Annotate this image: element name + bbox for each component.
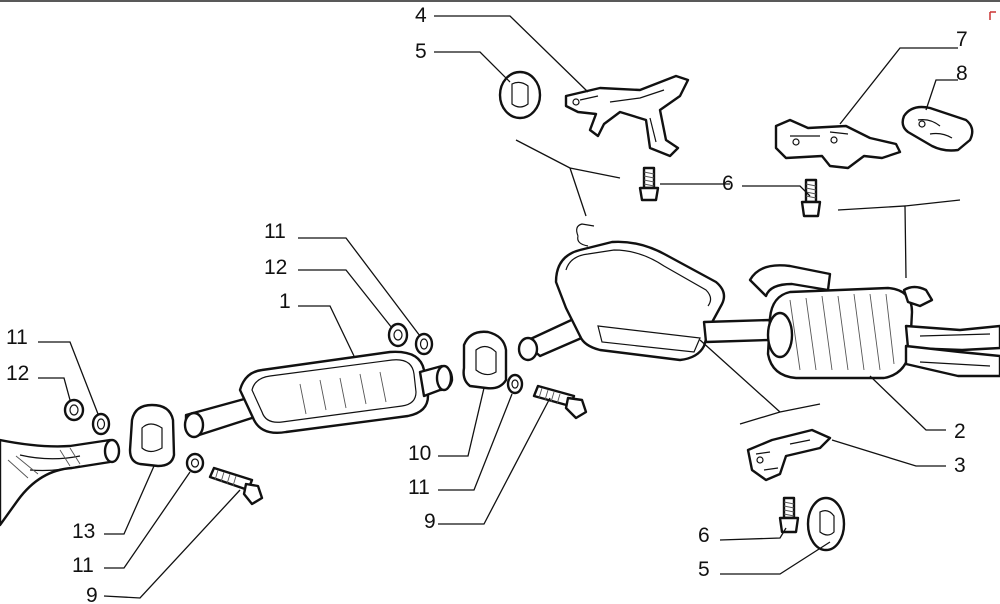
washer-11-center (506, 373, 524, 395)
rubber-mount-10 (462, 330, 508, 390)
hanger-bracket-3 (746, 428, 832, 482)
callout-10: 10 (408, 442, 431, 465)
rubber-pad-8 (901, 105, 974, 152)
callout-6-bottom: 6 (698, 524, 710, 547)
callout-5-top: 5 (415, 40, 427, 63)
hanger-bracket-4 (564, 74, 690, 158)
washer-11-mid (414, 332, 434, 356)
rear-muffler-2 (748, 264, 1000, 380)
callout-6-top: 6 (722, 172, 734, 195)
callout-9-center: 9 (424, 510, 436, 533)
callout-8: 8 (956, 62, 968, 85)
callout-12-left: 12 (6, 362, 29, 385)
screw-6-top (638, 166, 660, 202)
washer-11-bottom (185, 452, 205, 474)
rear-silencer-left (517, 223, 772, 362)
callout-12-mid: 12 (264, 256, 287, 279)
corner-mark (989, 11, 996, 20)
callout-7: 7 (956, 28, 968, 51)
callout-5-bottom: 5 (698, 558, 710, 581)
front-pipe-part (0, 438, 121, 527)
callout-11-bottom: 11 (72, 554, 94, 577)
callout-1: 1 (279, 290, 291, 313)
callout-11-mid: 11 (264, 220, 286, 243)
bolt-9-bottom (208, 466, 264, 506)
screw-6-bottom (778, 496, 800, 534)
callout-13: 13 (72, 520, 95, 543)
rubber-ring-5-top (498, 70, 542, 120)
callout-4-top: 4 (415, 4, 427, 27)
screw-6-top-right (800, 178, 822, 218)
nut-12-mid (387, 322, 409, 348)
leader-lines (38, 15, 958, 599)
callout-11-center: 11 (408, 476, 430, 499)
callout-3: 3 (954, 454, 966, 477)
washer-11-left (91, 412, 111, 436)
callout-11-left: 11 (6, 326, 28, 349)
rubber-ring-5-bottom (806, 496, 846, 552)
callout-2: 2 (954, 420, 966, 443)
bolt-9-center (532, 384, 588, 420)
assembly-guide-lines (515, 139, 961, 425)
center-muffler-1 (183, 350, 454, 439)
rubber-mount-13 (128, 403, 176, 468)
nut-12-left (63, 398, 85, 422)
callout-9-bottom: 9 (86, 584, 98, 604)
hanger-bracket-7 (774, 118, 902, 170)
